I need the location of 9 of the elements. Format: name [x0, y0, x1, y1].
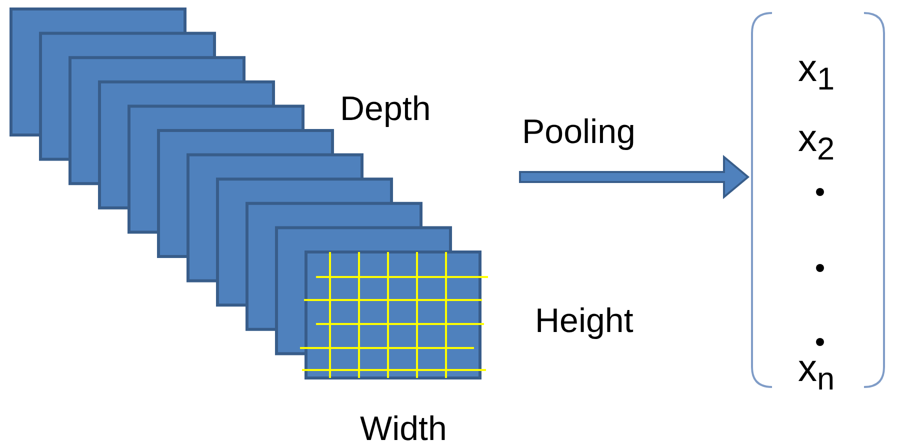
dimension-label: Depth — [340, 92, 431, 126]
dimension-label: Width — [360, 412, 447, 446]
vector-element: x$_{1}$ — [798, 50, 835, 96]
vector-element: x$_{n}$ — [798, 350, 835, 396]
vector-element: x$_{2}$ — [798, 120, 835, 166]
vector — [748, 10, 888, 390]
dimension-label: Height — [535, 304, 634, 338]
edge-label: Pooling — [522, 115, 636, 149]
arrow — [519, 154, 750, 200]
